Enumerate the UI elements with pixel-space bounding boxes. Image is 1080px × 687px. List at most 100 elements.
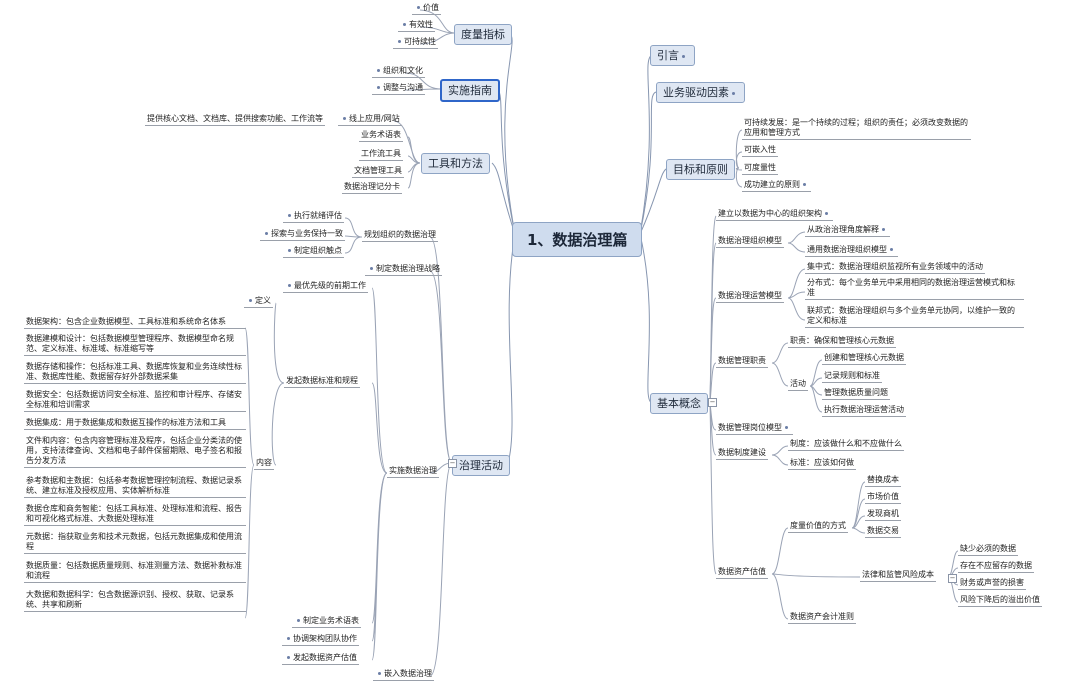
policy-standards[interactable]: 标准：应该如何做 bbox=[788, 458, 856, 470]
basics-asset-valuation[interactable]: 数据资产估值 bbox=[716, 567, 768, 579]
plan-item-touchpoints[interactable]: 制定组织触点 bbox=[283, 246, 344, 258]
bullet-icon bbox=[377, 86, 380, 89]
ops-distributed[interactable]: 分布式：每个业务单元中采用相同的数据治理运营模式和标准 bbox=[805, 278, 1024, 300]
topic-business-drivers[interactable]: 业务驱动因素 bbox=[656, 82, 745, 103]
basics-positions[interactable]: 数据管理岗位模型 bbox=[716, 423, 793, 435]
content-metadata[interactable]: 元数据：指获取业务和技术元数据，包括元数据集成和使用流程 bbox=[24, 532, 246, 554]
goal-measurable[interactable]: 可度量性 bbox=[742, 163, 778, 175]
risk-financial-damage[interactable]: 财务或声誉的损害 bbox=[958, 578, 1026, 590]
topic-governance-activities[interactable]: 治理活动 bbox=[452, 455, 510, 476]
basics-policy[interactable]: 数据制度建设 bbox=[716, 448, 768, 460]
activity-ops-activities[interactable]: 执行数据治理运营活动 bbox=[822, 405, 906, 417]
bullet-icon bbox=[403, 23, 406, 26]
collapse-toggle-icon[interactable]: − bbox=[708, 398, 717, 407]
valuation-risk-cost[interactable]: 法律和监管风险成本 bbox=[860, 570, 936, 582]
ops-federated[interactable]: 联邦式：数据治理组织与多个业务单元协同，以维护一致的定义和标准 bbox=[805, 306, 1024, 328]
bullet-icon bbox=[297, 619, 300, 622]
content-big-data[interactable]: 大数据和数据科学：包含数据源识别、授权、获取、记录系统、共享和刷新 bbox=[24, 590, 246, 612]
plan-item-readiness[interactable]: 执行就绪评估 bbox=[283, 211, 344, 223]
plan-item-align-business[interactable]: 探索与业务保持一致 bbox=[260, 229, 345, 241]
activity-core-metadata[interactable]: 创建和管理核心元数据 bbox=[822, 353, 906, 365]
content-master-data[interactable]: 参考数据和主数据：包括参考数据管理控制流程、数据记录系统、建立标准及授权应用、实… bbox=[24, 476, 246, 498]
metrics-item-sustainability[interactable]: 可持续性 bbox=[393, 37, 438, 49]
measure-market-value[interactable]: 市场价值 bbox=[865, 492, 901, 504]
basics-org-architecture[interactable]: 建立以数据为中心的组织架构 bbox=[716, 209, 833, 221]
topic-introduction[interactable]: 引言 bbox=[650, 45, 695, 66]
content-data-architecture[interactable]: 数据架构：包含企业数据模型、工具标准和系统命名体系 bbox=[24, 317, 246, 329]
bullet-icon bbox=[785, 426, 788, 429]
bullet-icon bbox=[890, 248, 893, 251]
bullet-icon bbox=[377, 69, 380, 72]
bullet-icon bbox=[417, 6, 420, 9]
bullet-icon bbox=[287, 637, 290, 640]
tools-item-glossary[interactable]: 业务术语表 bbox=[359, 130, 403, 142]
goal-sustainable[interactable]: 可持续发展：是一个持续的过程；组织的责任；必须改变数据的应用和管理方式 bbox=[742, 118, 971, 140]
bullet-icon bbox=[288, 214, 291, 217]
content-data-storage[interactable]: 数据存储和操作：包括标准工具、数据库恢复和业务连续性标准、数据库性能、数据留存好… bbox=[24, 362, 246, 384]
activity-implement[interactable]: 实施数据治理 bbox=[387, 466, 439, 478]
bullet-icon bbox=[343, 117, 346, 120]
duties-responsibility[interactable]: 职责：确保和管理核心元数据 bbox=[788, 336, 896, 348]
guide-item-org-culture[interactable]: 组织和文化 bbox=[372, 66, 425, 78]
duties-activity[interactable]: 活动 bbox=[788, 379, 808, 391]
bullet-icon bbox=[265, 232, 268, 235]
content-documents[interactable]: 文件和内容：包含内容管理标准及程序，包括企业分类法的使用，支持法律查询、文档和电… bbox=[24, 436, 246, 468]
bullet-icon bbox=[287, 656, 290, 659]
org-model-general[interactable]: 通用数据治理组织模型 bbox=[805, 245, 898, 257]
valuation-measure[interactable]: 度量价值的方式 bbox=[788, 521, 848, 533]
topic-tools-methods[interactable]: 工具和方法 bbox=[421, 153, 490, 174]
metrics-item-value[interactable]: 价值 bbox=[412, 3, 441, 15]
measure-replacement-cost[interactable]: 替换成本 bbox=[865, 475, 901, 487]
implement-glossary[interactable]: 制定业务术语表 bbox=[292, 616, 361, 628]
activity-plan[interactable]: 规划组织的数据治理 bbox=[362, 230, 438, 242]
central-topic[interactable]: 1、数据治理篇 bbox=[512, 222, 643, 257]
standards-definition[interactable]: 定义 bbox=[244, 296, 273, 308]
policy-rules[interactable]: 制度：应该做什么和不应做什么 bbox=[788, 439, 904, 451]
risk-spillover-value[interactable]: 风险下降后的溢出价值 bbox=[958, 595, 1042, 607]
basics-org-model[interactable]: 数据治理组织模型 bbox=[716, 236, 784, 248]
implement-standards[interactable]: 发起数据标准和规程 bbox=[284, 376, 360, 388]
tools-item-online-app[interactable]: 线上应用/网站 bbox=[338, 114, 402, 126]
guide-item-adjust-communicate[interactable]: 调整与沟通 bbox=[372, 83, 425, 95]
risk-missing-data[interactable]: 缺少必须的数据 bbox=[958, 544, 1018, 556]
bullet-icon bbox=[732, 91, 735, 95]
bullet-icon bbox=[370, 267, 373, 270]
content-data-modeling[interactable]: 数据建模和设计：包括数据模型管理程序、数据模型命名规范、定义标准、标准域、标准缩… bbox=[24, 334, 246, 356]
collapse-toggle-icon[interactable]: − bbox=[948, 574, 957, 583]
basics-ops-model[interactable]: 数据治理运营模型 bbox=[716, 291, 784, 303]
activity-rules-standards[interactable]: 记录规则和标准 bbox=[822, 371, 882, 383]
goal-success-principles[interactable]: 成功建立的原则 bbox=[742, 180, 811, 192]
topic-goals-principles[interactable]: 目标和原则 bbox=[666, 159, 735, 180]
topic-basic-concepts[interactable]: 基本概念 bbox=[650, 393, 708, 414]
valuation-accounting[interactable]: 数据资产会计准则 bbox=[788, 612, 856, 624]
ops-centralized[interactable]: 集中式：数据治理组织监视所有业务领域中的活动 bbox=[805, 262, 985, 274]
topic-metrics[interactable]: 度量指标 bbox=[454, 24, 512, 45]
tools-item-doc-mgmt[interactable]: 文档管理工具 bbox=[352, 166, 404, 178]
goal-embeddable[interactable]: 可嵌入性 bbox=[742, 145, 778, 157]
org-model-political[interactable]: 从政治治理角度解释 bbox=[805, 225, 890, 237]
risk-unwanted-data[interactable]: 存在不应留存的数据 bbox=[958, 561, 1034, 573]
content-data-warehouse[interactable]: 数据仓库和商务智能：包括工具标准、处理标准和流程、报告和可视化格式标准、大数据处… bbox=[24, 504, 246, 526]
bullet-icon bbox=[682, 54, 685, 58]
metrics-item-validity[interactable]: 有效性 bbox=[398, 20, 435, 32]
bullet-icon bbox=[803, 183, 806, 186]
implement-architecture-team[interactable]: 协调架构团队协作 bbox=[282, 634, 359, 646]
implement-asset-valuation[interactable]: 发起数据资产估值 bbox=[282, 653, 359, 665]
bullet-icon bbox=[398, 40, 401, 43]
content-data-quality[interactable]: 数据质量：包括数据质量规则、标准测量方法、数据补救标准和流程 bbox=[24, 561, 246, 583]
standards-content[interactable]: 内容 bbox=[254, 458, 274, 470]
collapse-toggle-icon[interactable]: − bbox=[448, 459, 457, 468]
implement-priority-work[interactable]: 最优先级的前期工作 bbox=[283, 281, 368, 293]
content-data-integration[interactable]: 数据集成：用于数据集成和数据互操作的标准方法和工具 bbox=[24, 418, 246, 430]
tools-item-workflow[interactable]: 工作流工具 bbox=[359, 149, 403, 161]
measure-business-opportunity[interactable]: 发现商机 bbox=[865, 509, 901, 521]
basics-duties[interactable]: 数据管理职责 bbox=[716, 356, 768, 368]
activity-quality-issues[interactable]: 管理数据质量问题 bbox=[822, 388, 890, 400]
content-data-security[interactable]: 数据安全：包括数据访问安全标准、监控和审计程序、存储安全标准和培训需求 bbox=[24, 390, 246, 412]
activity-strategy[interactable]: 制定数据治理战略 bbox=[365, 264, 442, 276]
topic-implementation-guide[interactable]: 实施指南 bbox=[440, 79, 500, 102]
measure-data-trading[interactable]: 数据交易 bbox=[865, 526, 901, 538]
activity-embed[interactable]: 嵌入数据治理 bbox=[373, 669, 434, 681]
tools-item-scorecard[interactable]: 数据治理记分卡 bbox=[342, 182, 402, 194]
bullet-icon bbox=[378, 672, 381, 675]
